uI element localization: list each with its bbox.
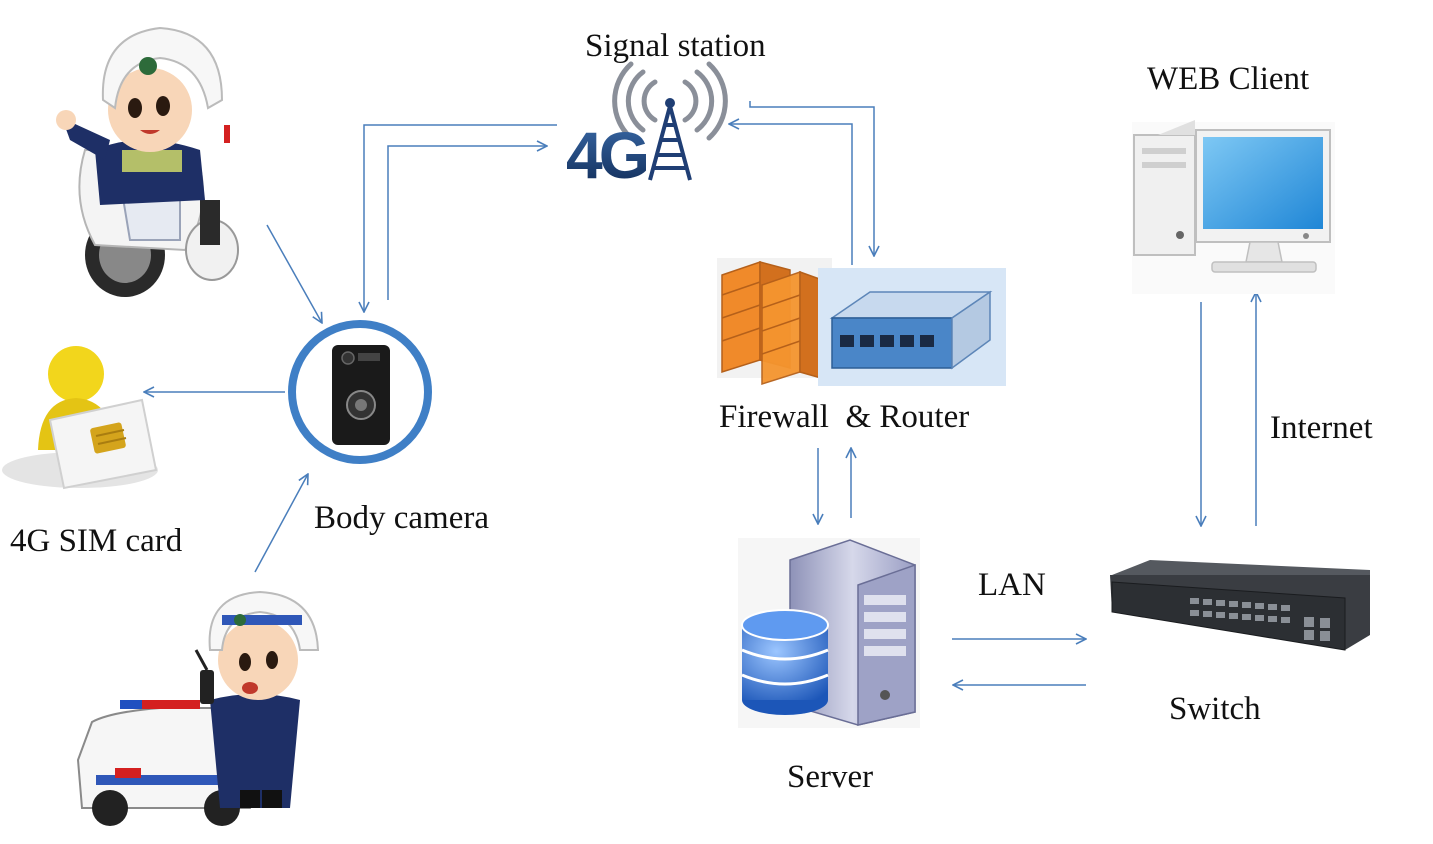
signal-tower-icon: 4G: [566, 61, 728, 192]
switch-icon: [1110, 560, 1370, 651]
lan-label: LAN: [978, 567, 1046, 603]
connectors: [144, 101, 1256, 685]
body-camera-icon: [288, 320, 432, 464]
tower-4g-text: 4G: [566, 118, 647, 192]
sim-card-icon: [2, 346, 158, 490]
server-label: Server: [787, 759, 874, 795]
firewall-router-label: Firewall & Router: [719, 399, 970, 435]
server-icon: [738, 538, 920, 728]
firewall-icon: [721, 260, 829, 386]
signal-station-label: Signal station: [585, 28, 766, 64]
sim-card-label: 4G SIM card: [10, 523, 183, 559]
switch-label: Switch: [1169, 691, 1261, 727]
arrow-car-officer-to-camera: [254, 474, 308, 573]
router-icon: [829, 290, 993, 370]
firewall-router-icon: [717, 258, 1006, 386]
arrow-tower-to-router: [749, 101, 874, 256]
body-camera-label: Body camera: [314, 500, 490, 536]
internet-label: Internet: [1270, 410, 1373, 446]
arrow-officer-to-camera: [266, 224, 322, 323]
web-client-computer-icon: [1132, 120, 1335, 294]
arrow-tower-to-camera: [364, 124, 557, 312]
web-client-label: WEB Client: [1147, 61, 1310, 97]
arrow-camera-to-tower: [387, 146, 547, 300]
motorcycle-officer-icon: [56, 26, 239, 297]
police-car-officer-icon: [76, 590, 320, 826]
arrow-router-to-tower: [729, 124, 853, 265]
